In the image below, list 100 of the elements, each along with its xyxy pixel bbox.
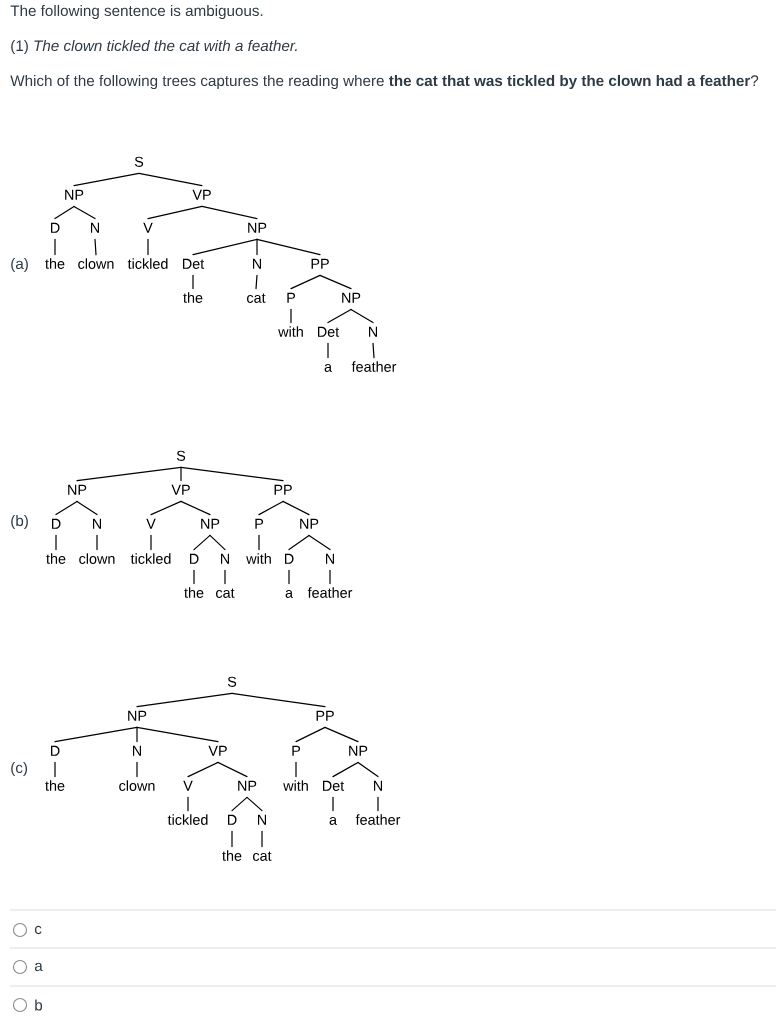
branch-line bbox=[329, 569, 331, 585]
branch-line bbox=[256, 238, 321, 256]
branch-line bbox=[76, 466, 182, 482]
branch-line bbox=[150, 534, 152, 551]
branch-line bbox=[295, 726, 326, 743]
option-label: b bbox=[35, 999, 43, 1011]
branch-line bbox=[201, 205, 258, 220]
leaf-word: clown bbox=[119, 780, 155, 791]
leaf-word: tickled bbox=[130, 553, 171, 564]
leaf-word: feather bbox=[355, 814, 401, 825]
category-label: NP bbox=[65, 189, 84, 200]
branch-line bbox=[231, 692, 326, 708]
branch-line bbox=[96, 534, 98, 551]
leaf-word: clown bbox=[79, 553, 115, 564]
category-label: PP bbox=[274, 484, 292, 495]
leaf-word: cat bbox=[216, 588, 235, 598]
branch-line bbox=[256, 238, 258, 256]
category-label: N bbox=[91, 222, 99, 233]
branch-line bbox=[332, 761, 359, 778]
category-label: N bbox=[221, 553, 229, 564]
branch-line bbox=[231, 796, 248, 812]
category-label: D bbox=[190, 553, 199, 564]
category-label: NP bbox=[201, 518, 220, 529]
category-label: NP bbox=[349, 745, 368, 756]
leaf-word: clown bbox=[78, 258, 114, 269]
leaf-word: cat bbox=[253, 851, 272, 861]
category-label: PP bbox=[316, 710, 334, 721]
leaf-word: with bbox=[283, 780, 308, 791]
branch-line bbox=[377, 796, 379, 812]
category-label: N bbox=[93, 518, 101, 529]
branch-line bbox=[261, 830, 263, 848]
category-label: N bbox=[133, 745, 141, 756]
category-label: VP bbox=[192, 189, 211, 200]
branch-line bbox=[282, 500, 310, 516]
category-label: S bbox=[227, 676, 237, 687]
category-label: D bbox=[228, 814, 237, 825]
branch-line bbox=[73, 205, 96, 220]
leaf-word: the bbox=[45, 258, 65, 269]
branch-line bbox=[217, 761, 248, 778]
category-label: N bbox=[326, 553, 334, 564]
branch-line bbox=[308, 534, 331, 551]
branch-line bbox=[193, 534, 211, 551]
branch-line bbox=[224, 569, 226, 585]
option-label: a bbox=[34, 962, 43, 972]
category-label: V bbox=[146, 518, 156, 529]
leaf-word: cat bbox=[247, 293, 266, 303]
branch-line bbox=[55, 500, 78, 516]
category-label: NP bbox=[248, 222, 267, 233]
branch-line bbox=[327, 342, 329, 359]
branch-line bbox=[193, 569, 195, 585]
category-label: P bbox=[255, 518, 264, 529]
branch-line bbox=[288, 534, 310, 551]
leaf-word: a bbox=[285, 590, 293, 598]
category-label: N bbox=[369, 326, 377, 337]
branch-line bbox=[187, 796, 189, 812]
category-label: D bbox=[52, 518, 61, 529]
branch-line bbox=[76, 500, 98, 516]
branch-line bbox=[147, 205, 203, 220]
branch-line bbox=[150, 500, 182, 516]
category-label: S bbox=[134, 156, 144, 167]
branch-line bbox=[147, 238, 149, 256]
category-label: D bbox=[51, 745, 60, 756]
category-label: NP bbox=[238, 780, 257, 791]
branch-line bbox=[255, 274, 258, 290]
branch-line bbox=[231, 830, 233, 848]
leaf-word: tickled bbox=[167, 814, 208, 825]
branch-line bbox=[54, 205, 75, 220]
branch-line bbox=[136, 761, 138, 778]
branch-line bbox=[192, 238, 258, 256]
category-label: P bbox=[292, 745, 301, 756]
category-label: VP bbox=[171, 484, 190, 495]
category-label: V bbox=[143, 222, 153, 233]
category-label: NP bbox=[300, 518, 319, 529]
category-label: PP bbox=[311, 258, 329, 269]
leaf-word: with bbox=[278, 326, 303, 337]
category-label: N bbox=[258, 814, 266, 825]
category-label: D bbox=[51, 222, 60, 233]
branch-line bbox=[54, 238, 56, 256]
leaf-word: feather bbox=[351, 361, 397, 372]
category-label: N bbox=[253, 258, 261, 269]
figure-letter: (b) bbox=[11, 514, 28, 530]
branch-line bbox=[136, 692, 233, 708]
leaf-word: with bbox=[246, 553, 271, 564]
branch-line bbox=[187, 761, 219, 778]
figure-letter: (a) bbox=[11, 257, 28, 273]
category-label: Det bbox=[323, 780, 345, 791]
leaf-word: the bbox=[183, 292, 203, 303]
branch-line bbox=[295, 761, 297, 778]
category-label: N bbox=[374, 780, 382, 791]
branch-line bbox=[350, 308, 374, 324]
category-label: S bbox=[176, 450, 186, 461]
branch-line bbox=[290, 308, 292, 324]
branch-line bbox=[332, 796, 334, 812]
figure-letter: (c) bbox=[11, 761, 28, 777]
leaf-word: tickled bbox=[127, 258, 168, 269]
category-label: NP bbox=[68, 484, 87, 495]
branch-line bbox=[290, 274, 321, 290]
category-label: Det bbox=[318, 326, 340, 337]
branch-line bbox=[180, 466, 284, 482]
category-label: NP bbox=[128, 710, 147, 721]
